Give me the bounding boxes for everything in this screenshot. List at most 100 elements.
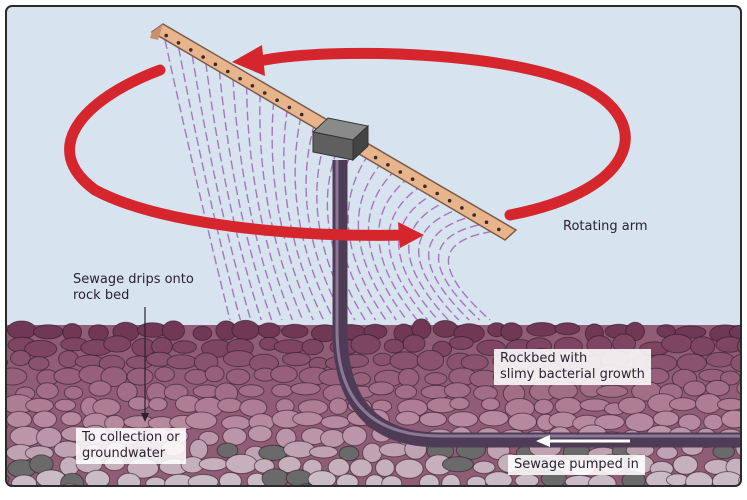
rock	[272, 384, 293, 397]
rock	[146, 477, 166, 490]
rock	[7, 321, 36, 339]
rock	[673, 456, 698, 475]
rock	[237, 490, 266, 495]
rock	[54, 368, 83, 384]
label-rotating-arm: Rotating arm	[563, 219, 648, 235]
rock	[521, 490, 543, 496]
rock	[480, 488, 504, 495]
rock	[61, 473, 84, 492]
rock	[376, 459, 395, 477]
rock	[697, 487, 717, 495]
rock	[274, 340, 305, 354]
rock	[89, 381, 111, 396]
rock	[11, 350, 31, 365]
rock	[188, 475, 218, 490]
rock	[672, 487, 694, 495]
rock	[104, 336, 131, 352]
nozzle	[189, 48, 193, 52]
nozzle	[386, 163, 390, 167]
rock	[371, 486, 402, 495]
nozzle	[251, 84, 255, 88]
rock	[293, 412, 323, 426]
rock	[106, 491, 130, 495]
rock	[396, 411, 420, 425]
rock	[0, 398, 3, 410]
nozzle	[411, 177, 415, 181]
arm-hub	[313, 118, 368, 160]
label-rockbed: Rockbed with slimy bacterial growth	[494, 349, 651, 385]
rock	[442, 457, 473, 472]
rock	[128, 397, 149, 410]
rock	[117, 473, 140, 491]
rock	[64, 386, 82, 399]
rock	[395, 385, 416, 399]
nozzle	[238, 77, 242, 81]
rock	[395, 459, 423, 478]
rock	[167, 355, 196, 369]
rock	[0, 383, 4, 402]
rock	[89, 325, 109, 341]
rock	[473, 461, 495, 473]
rock	[417, 350, 444, 370]
rock	[321, 416, 349, 429]
rock	[337, 474, 359, 490]
rock	[258, 323, 280, 338]
rock	[291, 383, 321, 395]
rock	[59, 351, 79, 368]
nozzle	[226, 70, 230, 74]
rock	[302, 339, 323, 355]
nozzle	[423, 185, 427, 189]
rock	[588, 474, 616, 492]
rock	[657, 446, 678, 459]
rock	[205, 366, 224, 382]
rock	[450, 397, 469, 409]
rock	[501, 323, 522, 341]
nozzle	[472, 213, 476, 217]
rock	[343, 489, 365, 495]
rock	[442, 474, 460, 492]
rock	[420, 474, 440, 491]
label-collection: To collection or groundwater	[76, 428, 186, 464]
rock	[310, 446, 338, 458]
rock	[78, 486, 109, 495]
rock	[329, 398, 347, 414]
rock	[527, 323, 557, 337]
rock	[226, 454, 257, 473]
rock	[629, 491, 653, 495]
rock	[382, 476, 402, 491]
nozzle	[399, 170, 403, 174]
rock	[248, 426, 272, 442]
rock	[425, 373, 447, 385]
rock	[403, 335, 425, 352]
rock	[467, 476, 486, 489]
rock	[448, 412, 478, 427]
rock	[653, 411, 679, 426]
rock	[193, 326, 212, 340]
rock	[597, 385, 628, 397]
rock	[398, 369, 419, 387]
nozzle	[288, 106, 292, 110]
nozzle	[263, 91, 267, 95]
nozzle	[460, 206, 464, 210]
rock	[37, 383, 59, 399]
rock	[373, 353, 392, 365]
label-pumped-in: Sewage pumped in	[508, 455, 645, 475]
rock	[129, 487, 161, 495]
rock	[283, 353, 311, 366]
rock	[12, 475, 37, 492]
rock	[420, 486, 443, 495]
rock	[550, 489, 573, 495]
rock	[509, 413, 537, 430]
rock	[534, 399, 553, 414]
rock	[420, 412, 447, 426]
rock	[185, 370, 208, 385]
rock	[369, 382, 394, 395]
nozzle	[275, 98, 279, 102]
rock	[721, 410, 747, 428]
rock	[704, 414, 723, 430]
rock	[226, 369, 250, 385]
rock	[479, 411, 508, 426]
rock	[684, 381, 706, 396]
